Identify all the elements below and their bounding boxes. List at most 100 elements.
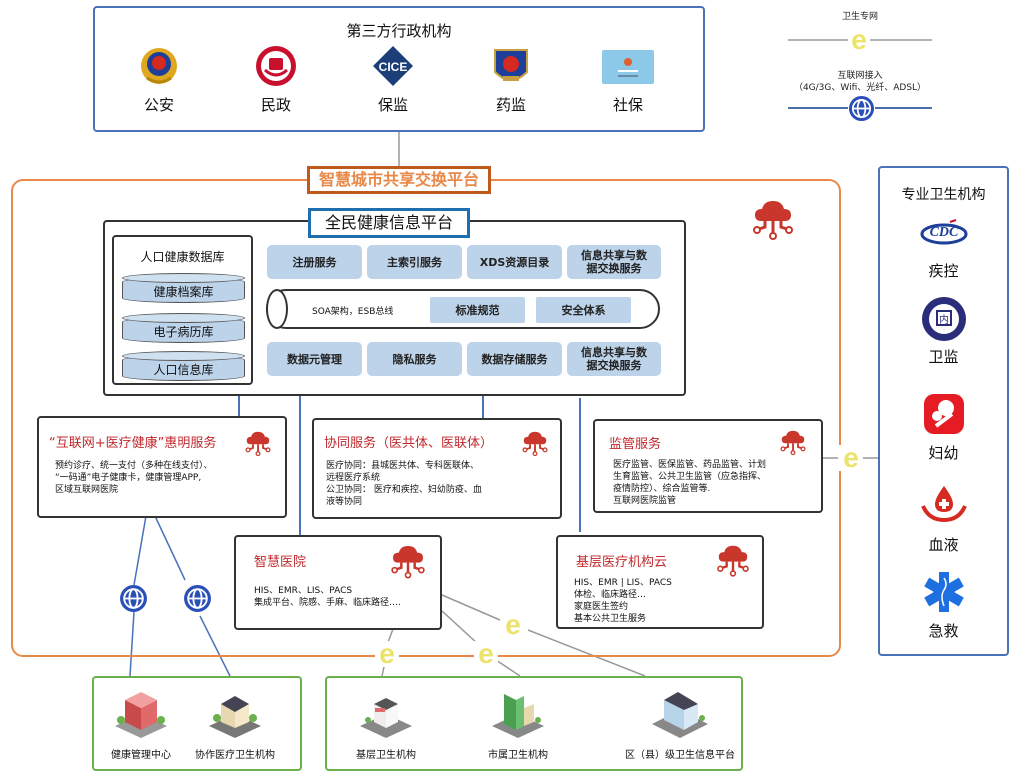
card-description: 预约诊疗、统一支付（多种在线支付）、 “一码通”电子健康卡，健康管理APP, 区…: [55, 461, 213, 495]
health-supervision-emblem-icon: 内: [920, 296, 968, 341]
social-security-card-icon: [602, 44, 654, 88]
facility-label: 基层卫生机构: [356, 750, 416, 761]
health-network-e-icon: e: [501, 609, 525, 640]
health-network-e-icon: e: [839, 442, 863, 473]
supervision-service-card[interactable]: 监管服务 医疗监管、医保监管、药品监管、计划 生育监管、公共卫生监管（应急指挥、…: [593, 419, 823, 513]
globe-icon: [183, 584, 212, 613]
community-health-group: 健康管理中心 协作医疗卫生机构: [92, 676, 302, 771]
hospital-building-icon: [488, 692, 548, 738]
soa-label: SOA架构，ESB总线: [312, 307, 394, 317]
health-network-e-icon: e: [474, 638, 498, 669]
card-title: 监管服务: [609, 437, 662, 452]
globe-icon: [119, 584, 148, 613]
svg-text:e: e: [843, 445, 859, 471]
cloud-network-icon: [749, 195, 797, 243]
facility-label: 区（县）级卫生信息平台: [625, 750, 735, 761]
cloud-network-icon: [778, 427, 808, 457]
admin-item-social-security[interactable]: 社保: [588, 44, 668, 115]
card-title: 协同服务（医共体、医联体）: [324, 436, 494, 451]
specialist-orgs-title: 专业卫生机构: [901, 187, 986, 203]
facility-primary-health[interactable]: 基层卫生机构: [331, 692, 441, 761]
specialist-label: 卫监: [928, 348, 959, 366]
card-title: “互联网+医疗健康”惠明服务: [49, 436, 217, 451]
admin-item-police[interactable]: 公安: [119, 44, 199, 115]
health-platform-title: 全民健康信息平台: [308, 208, 470, 238]
svg-text:CDC: CDC: [929, 225, 958, 240]
cice-insurance-icon: CICE: [371, 44, 415, 88]
service-xds-catalog[interactable]: XDS资源目录: [467, 245, 562, 279]
service-data-storage[interactable]: 数据存储服务: [467, 342, 562, 376]
specialist-label: 血液: [928, 536, 959, 554]
card-description: HIS、EMR、LIS、PACS 集成平台、院感、手麻、临床路径….: [254, 586, 401, 608]
soa-security[interactable]: 安全体系: [536, 297, 631, 323]
card-description: 医疗监管、医保监管、药品监管、计划 生育监管、公共卫生监管（应急指挥、 疫情防控…: [613, 460, 767, 506]
svg-text:e: e: [478, 641, 494, 667]
service-info-sharing-top[interactable]: 信息共享与数 据交换服务: [567, 245, 661, 279]
admin-label: 保监: [377, 96, 408, 114]
internet-health-service-card[interactable]: “互联网+医疗健康”惠明服务 预约诊疗、统一支付（多种在线支付）、 “一码通”电…: [37, 416, 287, 518]
health-network-e-icon: e: [375, 638, 399, 669]
database-emr[interactable]: 电子病历库: [122, 313, 245, 345]
database-label: 健康档案库: [153, 285, 214, 299]
primary-care-cloud-card[interactable]: 基层医疗机构云 HIS、EMR | LIS、PACS 体检、临床路径… 家庭医生…: [556, 535, 764, 629]
smart-hospital-card[interactable]: 智慧医院 HIS、EMR、LIS、PACS 集成平台、院感、手麻、临床路径….: [234, 535, 442, 630]
star-of-life-icon: [920, 570, 968, 614]
office-building-icon: [650, 692, 710, 738]
admin-label: 公安: [143, 96, 174, 114]
card-description: HIS、EMR | LIS、PACS 体检、临床路径… 家庭医生签约 基本公共卫…: [574, 578, 672, 624]
svg-text:CICE: CICE: [379, 60, 408, 74]
cdc-logo-icon: CDC: [920, 216, 968, 260]
specialist-item-emergency[interactable]: 急救: [880, 570, 1007, 641]
database-health-records[interactable]: 健康档案库: [122, 273, 245, 305]
facility-municipal-health[interactable]: 市属卫生机构: [463, 692, 573, 761]
globe-icon: [848, 95, 875, 122]
database-label: 人口信息库: [153, 363, 214, 377]
svg-text:e: e: [851, 27, 867, 53]
maternal-child-logo-icon: [920, 392, 968, 436]
cloud-network-icon: [520, 428, 550, 458]
admin-item-civil-affairs[interactable]: 民政: [236, 44, 316, 115]
collaboration-service-card[interactable]: 协同服务（医共体、医联体） 医疗协同：县城医共体、专科医联体、 远程医疗系统 公…: [312, 418, 562, 519]
service-registration[interactable]: 注册服务: [267, 245, 362, 279]
population-health-database: 人口健康数据库 健康档案库 电子病历库 人口信息库: [112, 235, 253, 385]
admin-label: 药监: [495, 96, 526, 114]
database-title: 人口健康数据库: [140, 250, 225, 264]
specialist-item-maternal-child[interactable]: 妇幼: [880, 392, 1007, 463]
card-description: 医疗协同：县城医共体、专科医联体、 远程医疗系统 公卫协同： 医疗和疾控、妇幼防…: [326, 461, 482, 507]
regional-health-group: 基层卫生机构 市属卫生机构 区（县）级卫生信息平台: [325, 676, 743, 771]
specialist-health-orgs-panel: 专业卫生机构 CDC 疾控 内 卫监 妇幼 血液 急救: [878, 166, 1009, 656]
svg-text:e: e: [505, 612, 521, 638]
service-privacy[interactable]: 隐私服务: [367, 342, 462, 376]
database-population-info[interactable]: 人口信息库: [122, 351, 245, 383]
service-data-element-mgmt[interactable]: 数据元管理: [267, 342, 362, 376]
admin-item-insurance[interactable]: CICE 保监: [353, 44, 433, 115]
card-title: 智慧医院: [254, 555, 307, 570]
legend-health-network-label: 卫生专网: [841, 12, 878, 22]
blood-donation-icon: [920, 484, 968, 528]
service-info-sharing-bottom[interactable]: 信息共享与数 据交换服务: [567, 342, 661, 376]
health-network-e-icon: e: [848, 24, 870, 55]
legend-internet-access-detail: （4G/3G、Wifi、光纤、ADSL）: [793, 83, 927, 93]
cloud-network-icon: [714, 541, 752, 579]
specialist-item-cdc[interactable]: CDC 疾控: [880, 216, 1007, 281]
card-title: 基层医疗机构云: [576, 555, 668, 570]
third-party-admin-panel: 第三方行政机构 公安 民政 CICE 保监 药监 社保: [93, 6, 705, 132]
clinic-building-icon: [205, 692, 265, 738]
facility-health-management-center[interactable]: 健康管理中心: [86, 692, 196, 761]
admin-item-drug-admin[interactable]: 药监: [471, 44, 551, 115]
facility-label: 健康管理中心: [111, 750, 171, 761]
svg-text:e: e: [379, 641, 395, 667]
civil-affairs-icon: [254, 44, 298, 88]
cloud-network-icon: [243, 428, 273, 458]
specialist-item-health-supervision[interactable]: 内 卫监: [880, 296, 1007, 367]
facility-district-info-platform[interactable]: 区（县）级卫生信息平台: [615, 692, 745, 761]
service-master-index[interactable]: 主索引服务: [367, 245, 462, 279]
admin-label: 社保: [612, 96, 643, 114]
facility-collaborative-medical[interactable]: 协作医疗卫生机构: [180, 692, 290, 761]
specialist-item-blood[interactable]: 血液: [880, 484, 1007, 555]
facility-label: 市属卫生机构: [488, 750, 548, 761]
smart-city-platform-title: 智慧城市共享交换平台: [307, 166, 491, 194]
soa-standards[interactable]: 标准规范: [430, 297, 525, 323]
police-emblem-icon: [137, 44, 181, 88]
svg-text:内: 内: [939, 313, 949, 326]
